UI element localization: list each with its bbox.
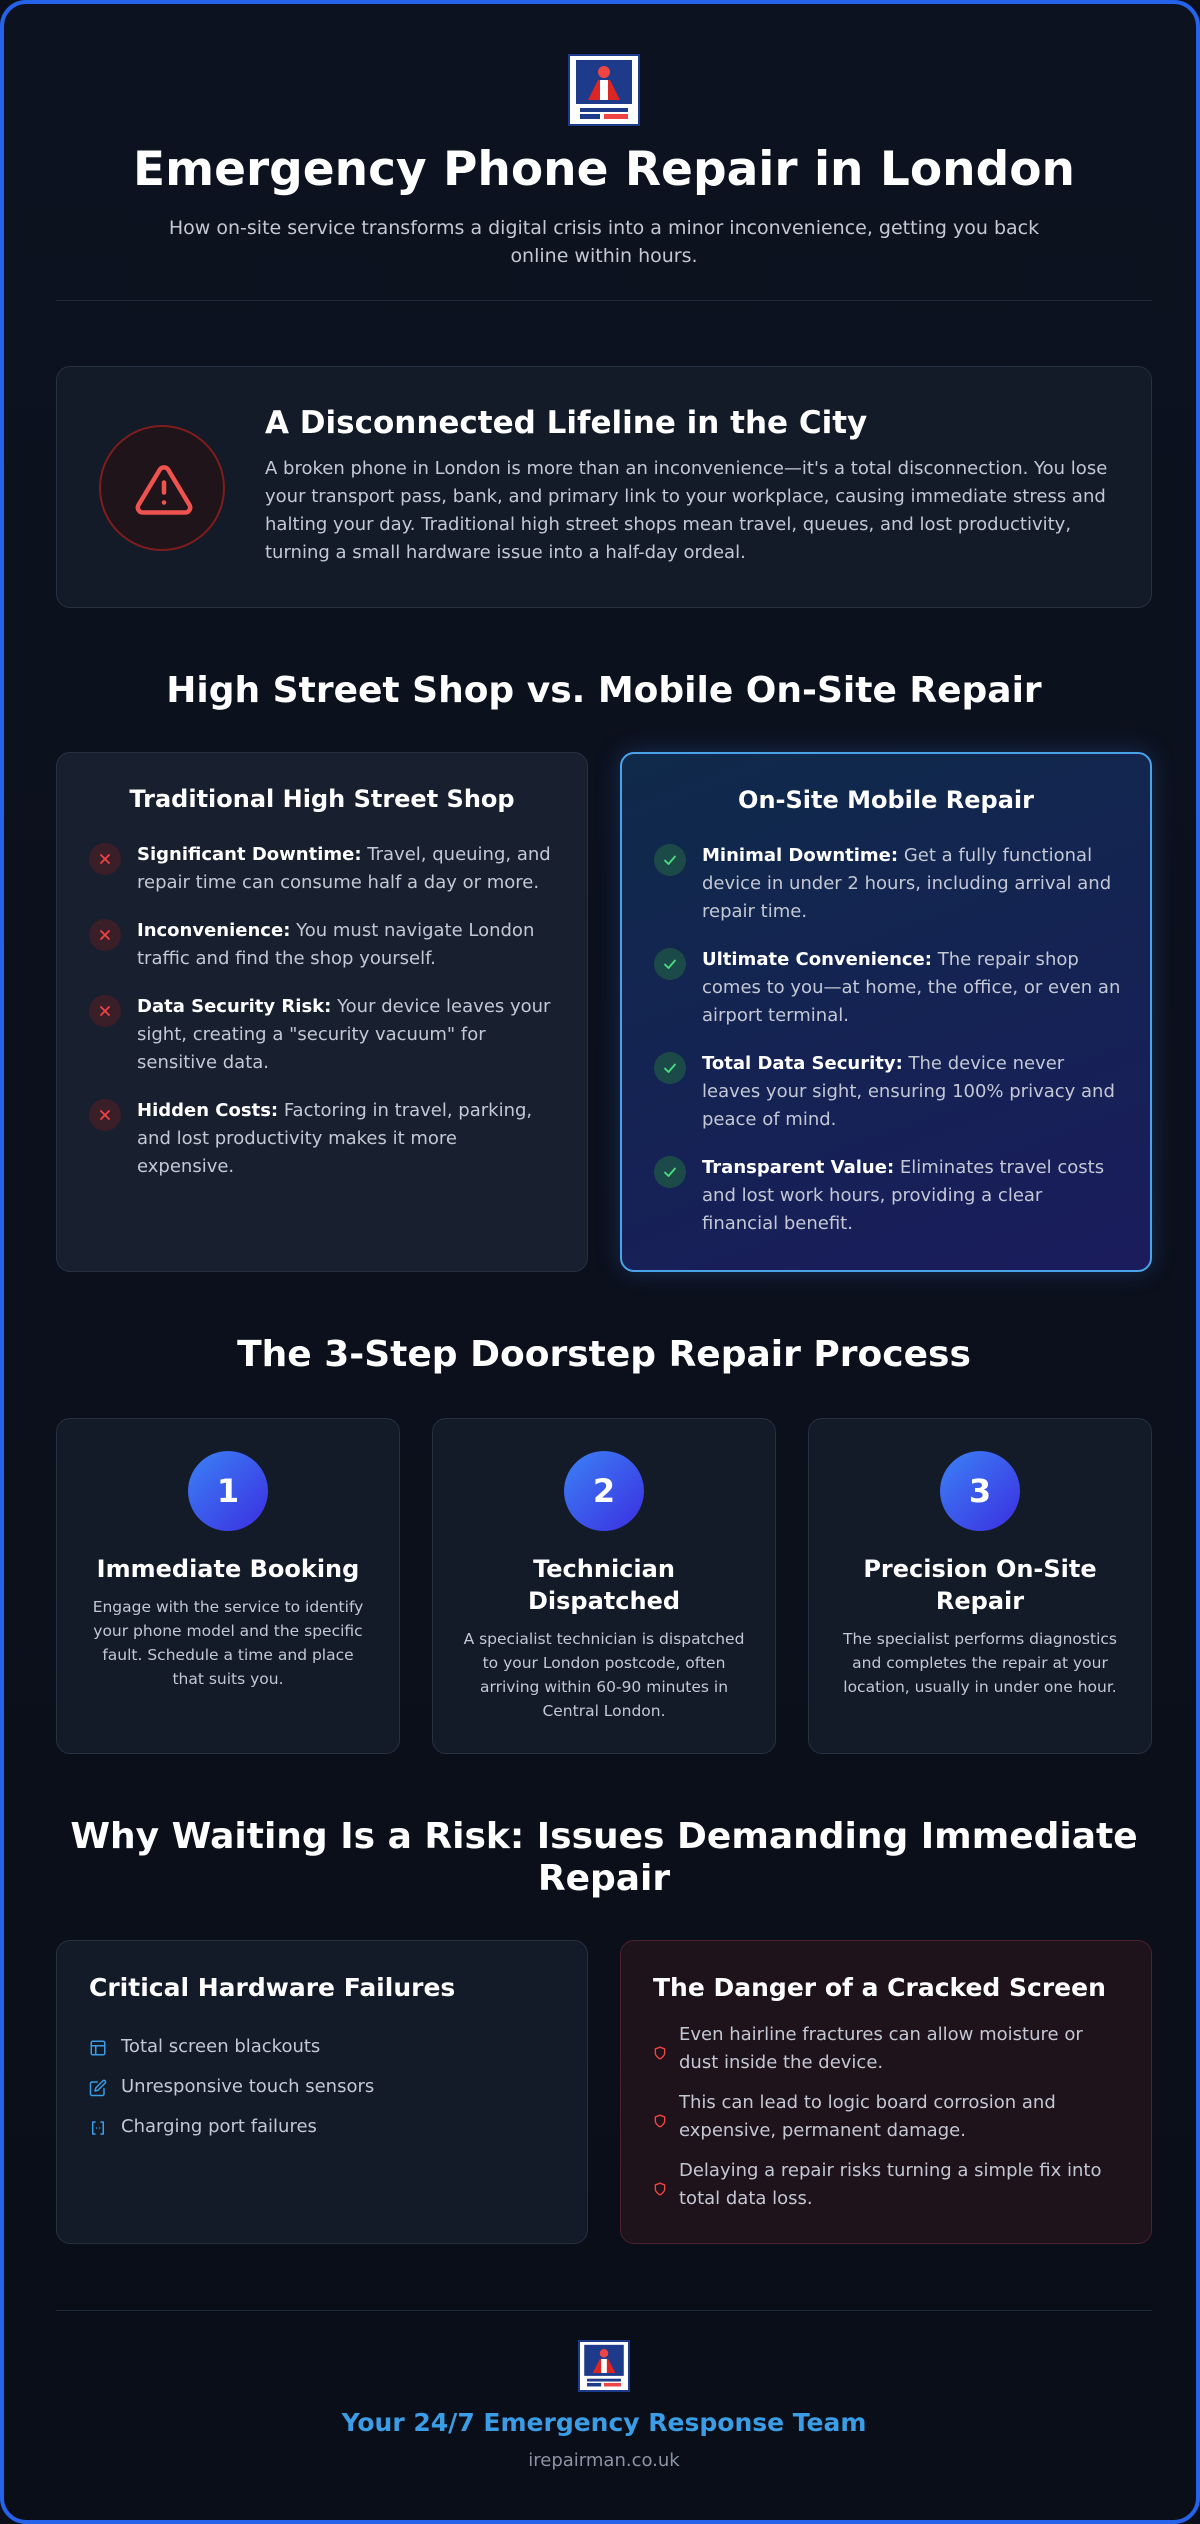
traditional-shop-title: Traditional High Street Shop [129, 785, 515, 813]
step-body: The specialist performs diagnostics and … [843, 1630, 1117, 1696]
check-icon [654, 1156, 686, 1188]
item-text: Travel, queuing, and repair time can con… [137, 844, 551, 893]
item-label: Total Data Security: [702, 1053, 903, 1074]
item-label: Hidden Costs: [137, 1100, 279, 1121]
step-title: Immediate Booking [96, 1555, 360, 1583]
hardware-failures-title: Critical Hardware Failures [89, 1973, 456, 2002]
item-label: Minimal Downtime: [702, 845, 899, 866]
item-text: Unresponsive touch sensors [121, 2076, 375, 2097]
check-icon [654, 1052, 686, 1084]
divider [56, 300, 1152, 301]
cross-icon [89, 919, 121, 951]
step-title: Technician Dispatched [527, 1555, 681, 1615]
footer-url-link[interactable]: irepairman.co.uk [528, 2450, 680, 2471]
cross-icon [89, 843, 121, 875]
issues-title: Why Waiting Is a Risk: Issues Demanding … [70, 1816, 1138, 1899]
step-body: A specialist technician is dispatched to… [463, 1630, 745, 1720]
step-card: 2 Technician Dispatched A specialist tec… [432, 1418, 776, 1754]
item-text: Even hairline fractures can allow moistu… [679, 2024, 1083, 2073]
traditional-shop-card: Traditional High Street Shop Significant… [56, 752, 588, 1272]
intro-title: A Disconnected Lifeline in the City [265, 405, 868, 441]
warning-triangle-icon [99, 425, 225, 551]
step-number: 1 [188, 1451, 268, 1531]
item-label: Data Security Risk: [137, 996, 332, 1017]
item-text: Delaying a repair risks turning a simple… [679, 2160, 1102, 2209]
screen-layout-icon [89, 2038, 107, 2066]
cracked-screen-title: The Danger of a Cracked Screen [653, 1973, 1106, 2002]
step-body: Engage with the service to identify your… [92, 1598, 364, 1688]
port-brackets-icon [89, 2118, 107, 2146]
page-title: Emergency Phone Repair in London [133, 142, 1075, 197]
item-text: The device never leaves your sight, ensu… [702, 1053, 1115, 1130]
brand-logo [568, 54, 640, 126]
item-text: You must navigate London traffic and fin… [137, 920, 535, 969]
item-text: This can lead to logic board corrosion a… [679, 2092, 1056, 2141]
mobile-repair-card: On-Site Mobile Repair Minimal Downtime: … [620, 752, 1152, 1272]
item-text: Factoring in travel, parking, and lost p… [137, 1100, 533, 1177]
comparison-title: High Street Shop vs. Mobile On-Site Repa… [166, 670, 1042, 711]
footer-logo [578, 2340, 630, 2392]
intro-card: A Disconnected Lifeline in the City A br… [56, 366, 1152, 608]
process-title: The 3-Step Doorstep Repair Process [237, 1334, 971, 1375]
check-icon [654, 948, 686, 980]
item-text: Get a fully functional device in under 2… [702, 845, 1112, 922]
intro-body: A broken phone in London is more than an… [265, 458, 1108, 563]
check-icon [654, 844, 686, 876]
item-label: Significant Downtime: [137, 844, 362, 865]
cross-icon [89, 1099, 121, 1131]
step-card: 3 Precision On-Site Repair The specialis… [808, 1418, 1152, 1754]
footer-title: Your 24/7 Emergency Response Team [341, 2408, 867, 2437]
item-label: Inconvenience: [137, 920, 291, 941]
divider [56, 2310, 1152, 2311]
step-number: 2 [564, 1451, 644, 1531]
step-card: 1 Immediate Booking Engage with the serv… [56, 1418, 400, 1754]
page-subtitle: How on-site service transforms a digital… [168, 217, 1040, 267]
item-text: The repair shop comes to you—at home, th… [702, 949, 1121, 1026]
item-text: Eliminates travel costs and lost work ho… [702, 1157, 1105, 1234]
cracked-screen-card: The Danger of a Cracked Screen Even hair… [620, 1940, 1152, 2244]
hardware-failures-card: Critical Hardware Failures Total screen … [56, 1940, 588, 2244]
shield-icon [653, 2041, 667, 2069]
step-title: Precision On-Site Repair [863, 1555, 1097, 1615]
item-label: Ultimate Convenience: [702, 949, 932, 970]
item-text: Total screen blackouts [121, 2036, 321, 2057]
cross-icon [89, 995, 121, 1027]
item-label: Transparent Value: [702, 1157, 895, 1178]
item-text: Your device leaves your sight, creating … [137, 996, 551, 1073]
mobile-repair-title: On-Site Mobile Repair [738, 786, 1034, 814]
item-text: Charging port failures [121, 2116, 317, 2137]
edit-touch-icon [89, 2078, 107, 2106]
step-number: 3 [940, 1451, 1020, 1531]
shield-icon [653, 2109, 667, 2137]
shield-icon [653, 2177, 667, 2205]
